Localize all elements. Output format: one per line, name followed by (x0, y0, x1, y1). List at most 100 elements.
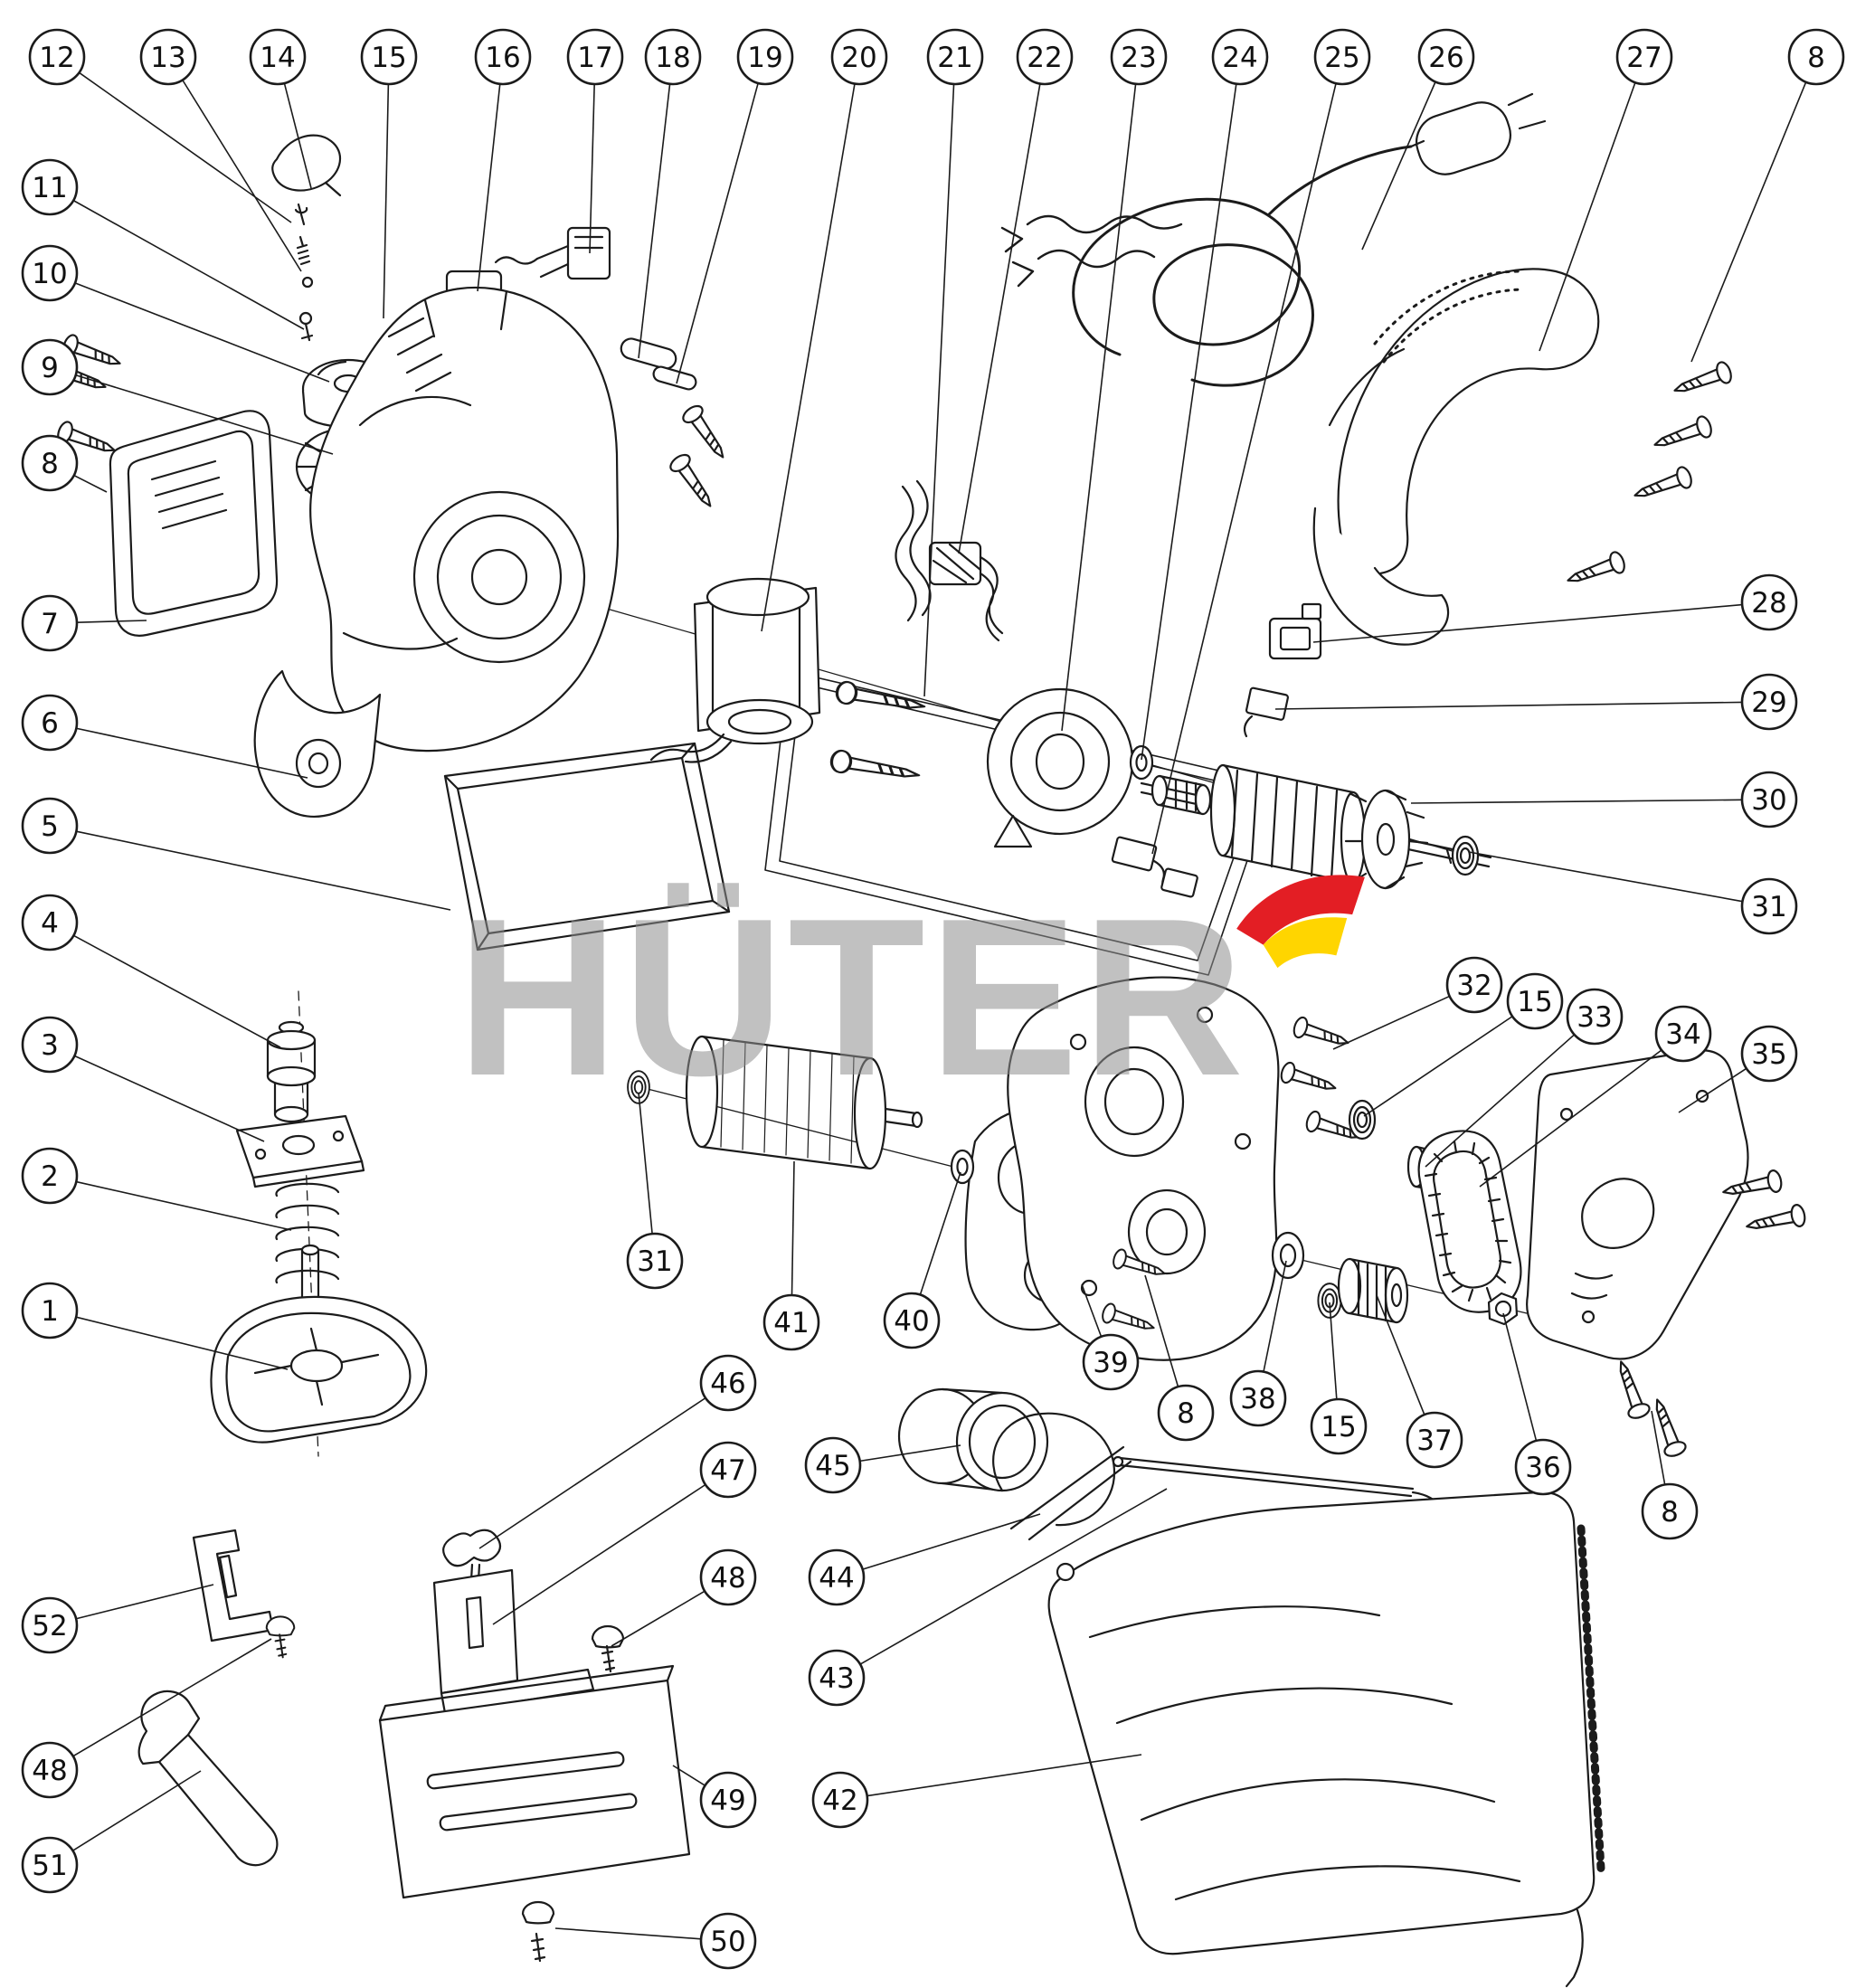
part-large-pulley (1337, 1257, 1409, 1324)
callout-balloon-50-58: 50 (699, 1912, 757, 1970)
part-small-screw (298, 311, 314, 342)
leader-line-35-35 (1678, 1067, 1747, 1113)
callout-number: 2 (41, 1160, 59, 1193)
part-sanding-drum (685, 1035, 923, 1170)
callout-balloon-28-31: 28 (1740, 573, 1798, 631)
part-flange (1271, 1231, 1305, 1280)
callout-number: 23 (1121, 42, 1156, 74)
part-main-housing (309, 286, 620, 753)
part-fence-screw (521, 1900, 555, 1963)
callout-balloon-48-29: 48 (21, 1741, 79, 1799)
callout-balloon-22-10: 22 (1016, 28, 1074, 86)
leader-line-23-11 (1061, 83, 1137, 732)
callout-balloon-44-54: 44 (808, 1548, 866, 1606)
leader-line-32-36 (1332, 995, 1451, 1050)
callout-number: 6 (41, 707, 59, 740)
part-belt-cover (253, 669, 382, 818)
callout-number: 31 (1751, 891, 1786, 923)
callout-number: 15 (1517, 986, 1552, 1018)
leader-line-41-41 (791, 1160, 795, 1296)
callout-number: 37 (1416, 1425, 1452, 1457)
leader-line-47-51 (492, 1483, 706, 1625)
part-dust-adapter (897, 1387, 1049, 1492)
callout-number: 19 (747, 42, 782, 74)
part-clamp-spring (992, 1412, 1132, 1541)
callout-balloon-30-33: 30 (1740, 771, 1798, 828)
callout-balloon-15-37: 15 (1506, 972, 1564, 1030)
callout-balloon-20-8: 20 (830, 28, 888, 86)
part-pad-assembly (210, 1020, 428, 1444)
leader-line-30-33 (1410, 799, 1743, 804)
part-field-stator (649, 577, 821, 763)
part-bottom-plate (443, 742, 731, 951)
callout-number: 4 (41, 907, 59, 940)
part-fan-baffle (986, 687, 1134, 848)
part-motor-leads (1000, 214, 1183, 288)
leader-line-13-1 (182, 80, 302, 272)
part-angle-bracket (192, 1529, 275, 1642)
leader-line-15-3 (383, 83, 390, 319)
callout-balloon-10-18: 10 (21, 244, 79, 302)
callout-number: 8 (41, 448, 59, 480)
callout-balloon-12-0: 12 (28, 28, 86, 86)
leader-line-44-54 (862, 1513, 1041, 1570)
callout-number: 35 (1751, 1038, 1786, 1071)
leader-line-17-5 (589, 83, 595, 254)
leader-line-22-10 (958, 83, 1041, 554)
leader-line-26-14 (1361, 81, 1436, 251)
callout-balloon-47-51: 47 (699, 1441, 757, 1499)
leader-line-29-32 (1274, 701, 1743, 710)
callout-balloon-19-7: 19 (736, 28, 794, 86)
leader-line-31-34 (1468, 851, 1743, 903)
callout-balloon-29-32: 29 (1740, 673, 1798, 731)
callout-balloon-16-4: 16 (474, 28, 532, 86)
callout-balloon-9-19: 9 (21, 338, 79, 396)
part-wire-harness (895, 479, 1004, 642)
leader-line-10-18 (74, 282, 330, 383)
callout-number: 34 (1665, 1018, 1700, 1051)
callout-balloon-17-5: 17 (566, 28, 624, 86)
leader-line-49-57 (672, 1765, 705, 1786)
leader-line-15-46 (1329, 1302, 1338, 1400)
callout-balloon-40-42: 40 (883, 1292, 941, 1349)
callout-number: 15 (1321, 1411, 1356, 1444)
callout-number: 40 (894, 1305, 929, 1338)
part-rear-handle (1312, 268, 1600, 646)
leader-line-7-21 (76, 620, 147, 623)
callout-number: 39 (1093, 1347, 1128, 1379)
leader-line-6-22 (76, 727, 308, 779)
part-carbon-brushes (1111, 836, 1198, 898)
leader-line-21-9 (923, 83, 955, 697)
leader-line-4-24 (73, 934, 281, 1048)
callout-balloon-14-2: 14 (249, 28, 307, 86)
leader-line-16-4 (477, 83, 501, 292)
plug-icon (1409, 92, 1547, 175)
leader-line-11-17 (72, 199, 305, 330)
callout-number: 52 (32, 1610, 67, 1642)
leader-line-27-15 (1539, 81, 1636, 352)
callout-number: 33 (1577, 1001, 1612, 1034)
callout-balloon-21-9: 21 (926, 28, 984, 86)
callout-balloon-23-11: 23 (1110, 28, 1168, 86)
callout-balloon-25-13: 25 (1313, 28, 1371, 86)
part-fence-plate (378, 1664, 691, 1899)
part-dust-bag (1047, 1491, 1605, 1988)
leader-line-50-58 (554, 1927, 702, 1940)
callout-balloon-15-46: 15 (1310, 1397, 1368, 1455)
leader-line-28-31 (1312, 603, 1743, 643)
callout-number: 21 (937, 42, 972, 74)
callout-balloon-27-15: 27 (1615, 28, 1673, 86)
callout-balloon-51-30: 51 (21, 1836, 79, 1894)
callout-balloon-13-1: 13 (139, 28, 197, 86)
callout-balloon-3-25: 3 (21, 1016, 79, 1074)
callout-number: 15 (371, 42, 406, 74)
callout-number: 41 (773, 1307, 809, 1340)
callout-balloon-38-45: 38 (1229, 1369, 1287, 1427)
callout-balloon-41-41: 41 (762, 1293, 820, 1351)
callout-number: 13 (150, 42, 185, 74)
callout-balloon-48-52: 48 (699, 1548, 757, 1606)
callout-balloon-8-16: 8 (1787, 28, 1845, 86)
part-front-cover (109, 410, 279, 637)
callout-balloon-5-23: 5 (21, 797, 79, 855)
